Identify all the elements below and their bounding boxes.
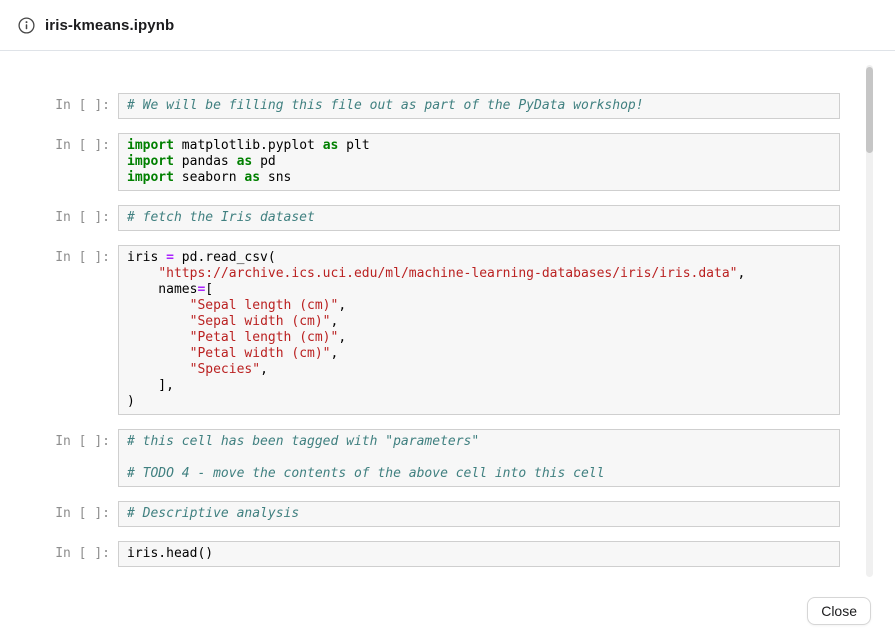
modal-footer: Close xyxy=(0,585,895,643)
notebook-cell: In [ ]: # fetch the Iris dataset xyxy=(55,205,840,231)
cell-code: # We will be filling this file out as pa… xyxy=(118,93,840,119)
scrollbar-thumb[interactable] xyxy=(866,67,873,153)
cell-code: iris = pd.read_csv( "https://archive.ics… xyxy=(118,245,840,415)
notebook-cell: In [ ]: iris = pd.read_csv( "https://arch… xyxy=(55,245,840,415)
cell-prompt: In [ ]: xyxy=(55,98,110,113)
modal-header: iris-kmeans.ipynb xyxy=(0,0,895,51)
info-icon[interactable] xyxy=(18,16,35,34)
cell-prompt: In [ ]: xyxy=(55,210,110,225)
scrollbar-track[interactable] xyxy=(866,65,873,577)
cell-prompt: In [ ]: xyxy=(55,138,110,153)
close-button[interactable]: Close xyxy=(807,597,871,625)
cell-prompt: In [ ]: xyxy=(55,434,110,449)
notebook-cell: In [ ]: iris.head() xyxy=(55,541,840,567)
cell-prompt: In [ ]: xyxy=(55,506,110,521)
notebook-cell: In [ ]: # Descriptive analysis xyxy=(55,501,840,527)
cell-code: iris.head() xyxy=(118,541,840,567)
notebook-cells: In [ ]: # We will be filling this file ou… xyxy=(55,93,840,567)
notebook-cell: In [ ]: # We will be filling this file ou… xyxy=(55,93,840,119)
cell-code: # Descriptive analysis xyxy=(118,501,840,527)
cell-code: # fetch the Iris dataset xyxy=(118,205,840,231)
cell-prompt: In [ ]: xyxy=(55,250,110,265)
cell-code: # this cell has been tagged with "parame… xyxy=(118,429,840,487)
notebook-scroll-area[interactable]: In [ ]: # We will be filling this file ou… xyxy=(0,51,895,585)
cell-prompt: In [ ]: xyxy=(55,546,110,561)
notebook-cell: In [ ]: # this cell has been tagged with … xyxy=(55,429,840,487)
notebook-title: iris-kmeans.ipynb xyxy=(45,16,175,34)
